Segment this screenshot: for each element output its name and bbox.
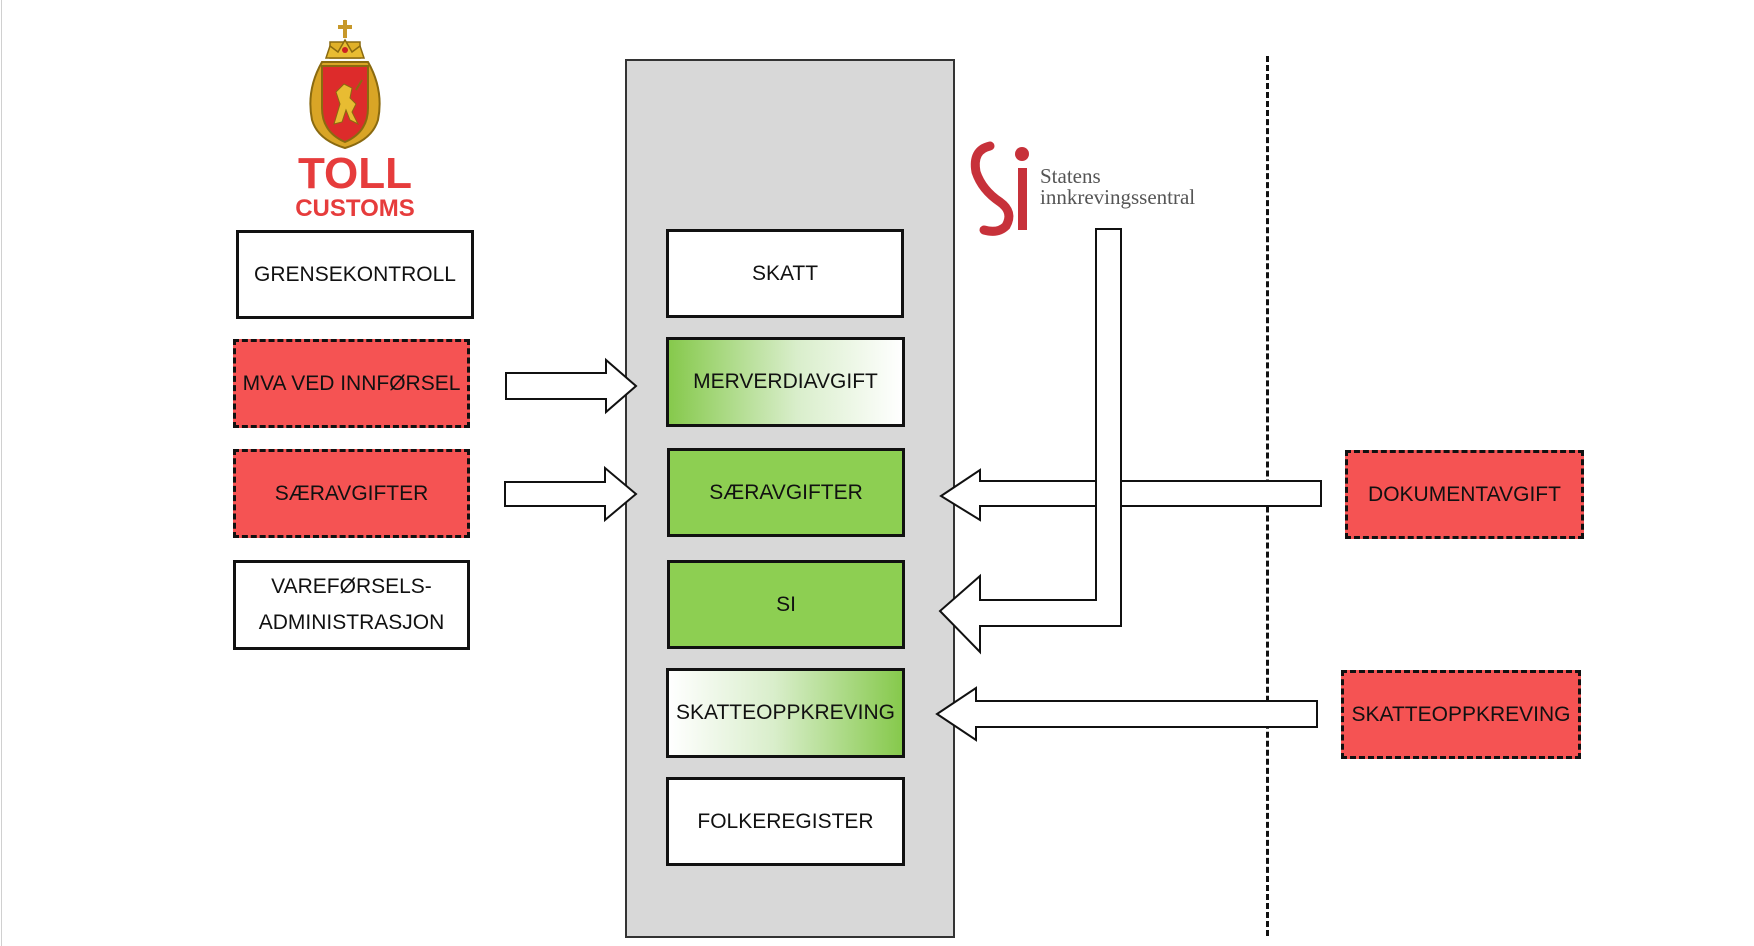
- center-box-si: SI: [667, 560, 905, 649]
- si-logo-icon: [970, 141, 1029, 236]
- center-box-saeravgifter: SÆRAVGIFTER: [667, 448, 905, 537]
- center-box-folkeregister: FOLKEREGISTER: [666, 777, 905, 866]
- center-box-skatteoppkreving: SKATTEOPPKREVING: [666, 668, 905, 758]
- left-box-grensekontroll: GRENSEKONTROLL: [236, 230, 474, 319]
- si-logo-text: Statens innkrevingssentral: [1040, 166, 1195, 208]
- left-box-saeravgifter: SÆRAVGIFTER: [233, 449, 470, 538]
- arrow-si-logo-to-si: [938, 228, 1122, 655]
- center-box-skatt: SKATT: [666, 229, 904, 318]
- toll-coat-of-arms-icon: [309, 20, 381, 150]
- toll-logo-line2: CUSTOMS: [295, 195, 415, 222]
- right-box-dokumentavgift: DOKUMENTAVGIFT: [1345, 450, 1584, 539]
- si-logo-line1: Statens: [1040, 164, 1101, 188]
- arrow-skatteoppkreving-to-skatteoppkreving: [935, 686, 1318, 742]
- page-edge-line: [1, 0, 2, 946]
- left-box-mva-ved-innforsel: MVA VED INNFØRSEL: [233, 339, 470, 428]
- left-box-vareforsels-administrasjon: VAREFØRSELS- ADMINISTRASJON: [233, 560, 470, 650]
- arrow-dokumentavgift-to-saeravgifter: [939, 468, 1322, 522]
- arrow-mva-to-merverdiavgift: [505, 357, 638, 415]
- toll-logo-line1: TOLL: [298, 149, 412, 198]
- right-box-skatteoppkreving: SKATTEOPPKREVING: [1341, 670, 1581, 759]
- si-logo-line2: innkrevingssentral: [1040, 185, 1196, 209]
- arrow-saeravgifter-to-saeravgifter: [504, 465, 638, 523]
- center-box-merverdiavgift: MERVERDIAVGIFT: [666, 337, 905, 427]
